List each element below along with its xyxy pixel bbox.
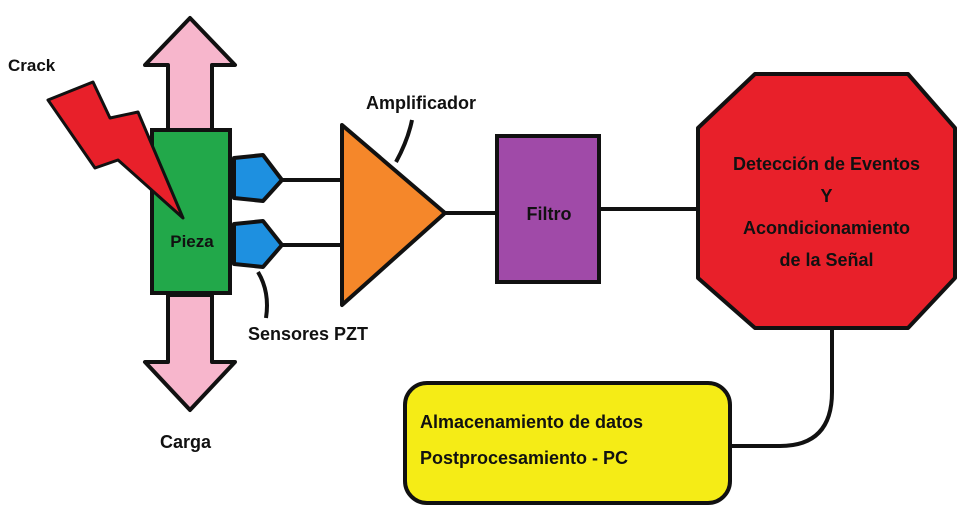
detection-label-line4: de la Señal (779, 250, 874, 270)
detection-octagon (696, 72, 957, 330)
detection-label-line2: Y (820, 186, 833, 206)
detection-label: Detección de Eventos Y Acondicionamiento… (700, 148, 953, 276)
detection-to-storage-line (730, 328, 834, 448)
storage-label-line1: Almacenamiento de datos (420, 412, 644, 432)
pzt-sensor-top (232, 153, 284, 203)
amplifier-label: Amplificador (366, 93, 477, 113)
sensors-label: Sensores PZT (248, 324, 369, 344)
crack-label: Crack (8, 56, 56, 75)
load-arrow-down (143, 293, 237, 412)
storage-label: Almacenamiento de datos Postprocesamient… (420, 404, 643, 476)
storage-block (403, 381, 732, 505)
piece-label: Pieza (170, 232, 214, 251)
filter-label: Filtro (526, 204, 572, 224)
detection-label-line3: Acondicionamiento (742, 218, 910, 238)
pzt-sensor-bottom (232, 219, 284, 269)
piece-block (150, 128, 232, 295)
amplifier-triangle (340, 123, 447, 307)
load-arrow-up (143, 16, 237, 134)
detection-label-line1: Detección de Eventos (732, 154, 921, 174)
sensors-pointer-line (256, 270, 269, 319)
load-label: Carga (160, 432, 212, 452)
storage-label-line2: Postprocesamiento - PC (420, 448, 629, 468)
crack-bolt-icon (46, 80, 185, 220)
amplifier-pointer-line (394, 119, 414, 163)
